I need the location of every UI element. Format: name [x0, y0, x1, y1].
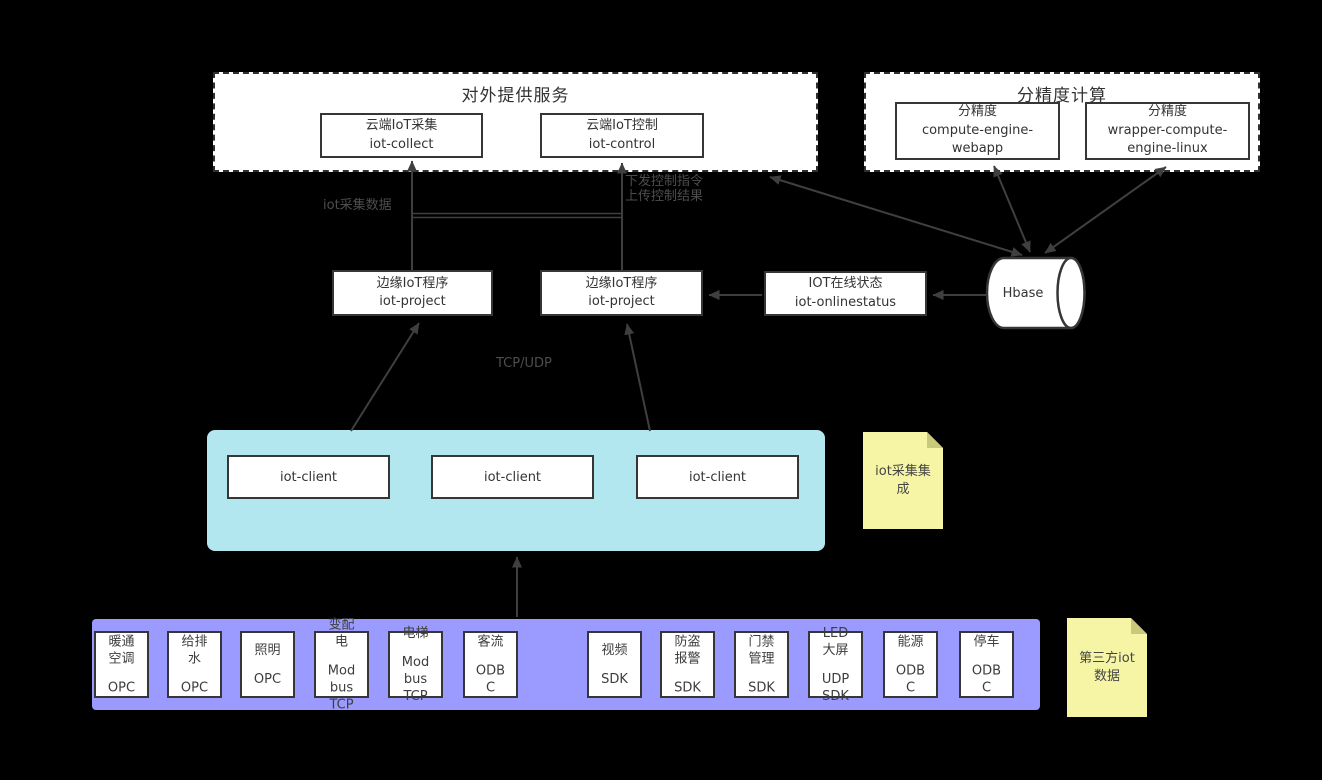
device-name: 暖通 空调 [108, 634, 135, 666]
device-protocol: OPC [253, 671, 282, 687]
device-protocol: Mod bus TCP [327, 663, 356, 712]
device-node-hvac: 暖通 空调 OPC [94, 631, 149, 698]
iot-onlinestatus-node: IOT在线状态 iot-onlinestatus [764, 271, 927, 316]
device-name: 门禁 管理 [748, 634, 775, 666]
device-name: 变配 电 [328, 617, 355, 649]
device-node-led-screen: LED 大屏 UDP SDK [808, 626, 863, 704]
collect-flow-label: iot采集数据 [323, 198, 392, 213]
device-name: 客流 [477, 634, 504, 649]
device-protocol: OPC [107, 680, 136, 695]
note-fold-corner [1131, 618, 1147, 634]
precision-group: 分精度计算 分精度 compute-engine- webapp 分精度 wra… [864, 72, 1260, 172]
device-protocol: ODB C [895, 663, 926, 695]
device-protocol: OPC [180, 680, 209, 695]
edge-iot-project-right-node: 边缘IoT程序 iot-project [540, 270, 703, 316]
compute-engine-webapp-node: 分精度 compute-engine- webapp [895, 102, 1060, 160]
device-name: 能源 [897, 634, 924, 649]
device-node-passenger-flow: 客流 ODB C [463, 631, 518, 698]
device-protocol: SDK [674, 680, 701, 695]
control-flow-label: 下发控制指令 上传控制结果 [625, 174, 704, 204]
cloud-iot-control-node: 云端IoT控制 iot-control [540, 113, 704, 158]
device-name: 停车 [973, 634, 1000, 649]
services-group-title: 对外提供服务 [461, 86, 570, 106]
device-node-elevator: 电梯 Mod bus TCP [388, 626, 443, 704]
device-node-energy: 能源 ODB C [883, 631, 938, 698]
iot-integration-note: iot采集集 成 [863, 432, 943, 529]
device-protocol: SDK [748, 680, 775, 695]
device-node-parking: 停车 ODB C [959, 631, 1014, 698]
device-node-water: 给排 水 OPC [167, 631, 222, 698]
iot-client-node: iot-client [431, 455, 594, 499]
device-protocol: UDP SDK [821, 671, 850, 704]
thirdparty-iot-note: 第三方iot 数据 [1067, 618, 1147, 717]
services-group: 对外提供服务 云端IoT采集 iot-collect 云端IoT控制 iot-c… [213, 72, 818, 172]
device-node-burglar-alarm: 防盗 报警 SDK [660, 631, 715, 698]
edge-iot-project-left-node: 边缘IoT程序 iot-project [332, 270, 493, 316]
iot-client-node: iot-client [636, 455, 799, 499]
device-protocol: SDK [601, 671, 628, 687]
note-fold-corner [927, 432, 943, 448]
iot-client-node: iot-client [227, 455, 390, 499]
device-protocol: ODB C [475, 663, 506, 695]
device-name: 防盗 报警 [674, 634, 701, 666]
iot-clients-container: iot-client iot-client iot-client [207, 430, 825, 551]
device-node-power: 变配 电 Mod bus TCP [314, 617, 369, 712]
device-node-access-control: 门禁 管理 SDK [734, 631, 789, 698]
device-name: 电梯 [402, 625, 429, 641]
precision-group-title: 分精度计算 [1017, 86, 1107, 106]
device-protocol: Mod bus TCP [401, 654, 430, 704]
hbase-node-label: Hbase [1002, 285, 1044, 301]
device-protocol: ODB C [971, 663, 1002, 695]
tcp-udp-label: TCP/UDP [496, 356, 552, 371]
wrapper-compute-engine-node: 分精度 wrapper-compute- engine-linux [1085, 102, 1250, 160]
device-name: 给排 水 [181, 634, 208, 666]
device-name: 视频 [601, 642, 628, 658]
device-node-video: 视频 SDK [587, 631, 642, 698]
cloud-iot-collect-node: 云端IoT采集 iot-collect [320, 113, 483, 158]
device-name: 照明 [254, 642, 281, 658]
device-name: LED 大屏 [822, 625, 849, 658]
device-node-lighting: 照明 OPC [240, 631, 295, 698]
